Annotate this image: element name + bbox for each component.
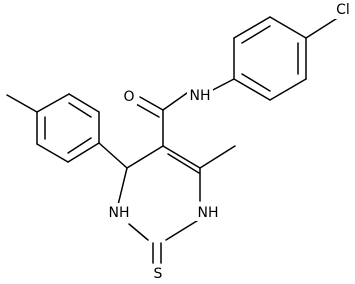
atom-o-label: O <box>123 89 134 105</box>
c4-tolyl-bond <box>98 142 128 169</box>
methyl-c6-bond <box>199 145 236 169</box>
tolyl-ring <box>36 93 100 163</box>
atom-cl-label: Cl <box>336 2 350 18</box>
c-cl-bond <box>305 16 340 39</box>
tolyl-methyl-bond <box>6 94 38 113</box>
atom-nh-ring-left-label: NH <box>109 205 130 221</box>
atom-nh-ring-right-label: NH <box>198 205 219 221</box>
atom-nh-ring-right: NH <box>195 203 221 221</box>
carbonyl-bond-2 <box>135 103 160 118</box>
chlorophenyl-ring <box>233 16 307 101</box>
atom-nh-amide-label: NH <box>190 88 211 104</box>
atom-s-label: S <box>154 266 163 282</box>
atom-cl: Cl <box>332 0 354 19</box>
amide-n-c-bond <box>162 92 188 111</box>
atom-o: O <box>121 87 137 105</box>
carbonyl-bond <box>139 96 164 111</box>
atom-nh-ring-left: NH <box>106 203 132 221</box>
atom-s: S <box>150 264 166 282</box>
atom-nh-amide: NH <box>187 86 213 104</box>
pyrimidine-ring <box>117 145 201 241</box>
